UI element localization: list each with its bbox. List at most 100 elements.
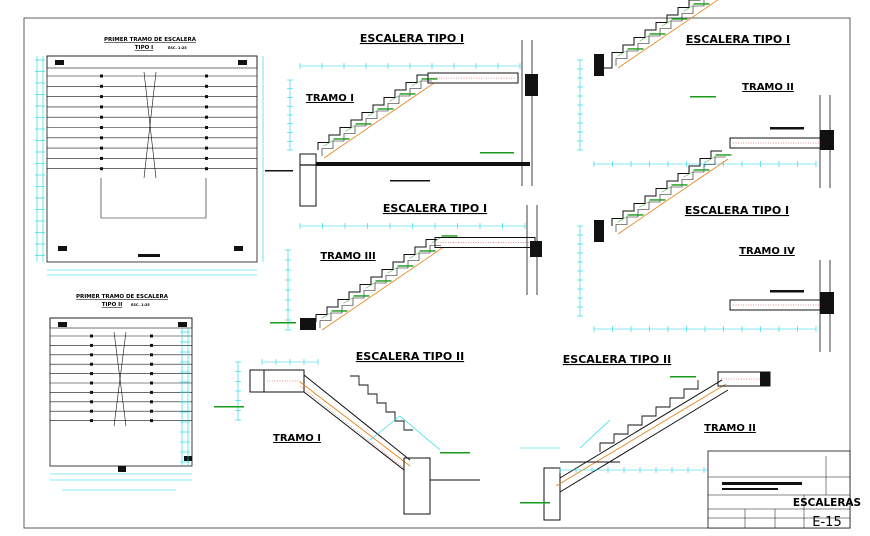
title-block-name-bar-2 — [722, 488, 778, 490]
note-mark — [355, 123, 372, 125]
tread-marker — [100, 167, 103, 171]
dimension-line — [399, 415, 441, 451]
rebar-line — [299, 381, 411, 467]
plan-1-top-wall — [46, 55, 258, 69]
tread-marker — [150, 409, 153, 413]
tread-marker — [90, 362, 93, 366]
sheet-number: E-15 — [812, 515, 841, 530]
note-mark — [390, 180, 430, 182]
note-mark — [671, 184, 688, 186]
tread-marker — [150, 372, 153, 376]
leader-line — [409, 252, 420, 259]
waist-slab — [559, 389, 729, 493]
leader-line — [323, 140, 334, 147]
note-mark — [331, 310, 348, 312]
note-mark — [333, 138, 350, 140]
plan-1-scale: ESC. 1:25 — [168, 46, 187, 50]
tread-marker — [90, 343, 93, 347]
plan-1-outline — [46, 55, 258, 263]
plan-1-column-3 — [55, 60, 64, 65]
section-2-title: ESCALERA TIPO I — [686, 33, 790, 46]
tread-marker — [100, 146, 103, 150]
note-mark — [421, 78, 438, 80]
section-2-drawing — [577, 0, 834, 188]
plan-2-column-4 — [118, 466, 126, 472]
tread-marker — [100, 74, 103, 78]
tread-marker — [90, 390, 93, 394]
beam-section — [525, 74, 538, 96]
note-mark — [627, 48, 644, 50]
rebar-line — [299, 385, 407, 471]
tread-marker — [205, 115, 208, 119]
leader-line — [345, 125, 356, 132]
leader-line — [387, 267, 398, 274]
tread-marker — [90, 400, 93, 404]
tread-marker — [205, 156, 208, 160]
note-mark — [770, 290, 804, 293]
note-mark — [520, 502, 550, 504]
plan-2-scale: ESC. 1:25 — [131, 303, 150, 307]
rebar-line — [617, 0, 719, 69]
leader-line — [639, 201, 650, 208]
tread-marker — [100, 156, 103, 160]
leader-line — [367, 110, 378, 117]
stair-underside — [615, 156, 726, 232]
plan-1-note-box — [138, 254, 160, 257]
plan-2-column-2 — [178, 322, 187, 327]
note-mark — [441, 235, 458, 237]
tread-marker — [205, 136, 208, 140]
section-4-drawing — [577, 150, 834, 352]
section-4-title: ESCALERA TIPO I — [685, 204, 789, 217]
tread-marker — [100, 126, 103, 129]
tread-marker — [205, 126, 208, 129]
plan-2-dimensions — [50, 328, 192, 491]
waist-slab — [303, 374, 411, 461]
dimension-line — [579, 419, 611, 449]
tread-marker — [90, 381, 93, 385]
title-block-name-bar — [722, 482, 802, 485]
note-mark — [440, 452, 470, 454]
tread-marker — [205, 84, 208, 88]
sheet-border — [23, 17, 851, 529]
tread-marker — [150, 381, 153, 385]
stair-underside — [321, 80, 432, 156]
plan-2-column-1 — [58, 322, 67, 327]
plan-2-outline — [49, 317, 193, 467]
stair-profile — [350, 375, 413, 431]
plan-1-dimensions — [36, 56, 264, 276]
tread-marker — [90, 409, 93, 413]
plan-view-tipo-1: PRIMER TRAMO DE ESCALERA TIPO I ESC. 1:2… — [35, 37, 264, 276]
note-mark — [265, 170, 293, 172]
plan-2-top-wall — [49, 317, 193, 329]
section-6-drawing — [520, 371, 771, 521]
leader-line — [617, 216, 628, 223]
floor-slab — [316, 162, 530, 166]
sheet-title: ESCALERAS — [793, 497, 861, 509]
dimension-line — [369, 415, 401, 441]
tread-marker — [90, 372, 93, 376]
plan-1-landing-line — [100, 178, 207, 219]
plan-2-break-mark — [113, 331, 127, 427]
tread-marker — [150, 419, 153, 423]
plan-view-tipo-2: PRIMER TRAMO DE ESCALERA TIPO II ESC. 1:… — [49, 294, 193, 491]
footing — [403, 457, 431, 515]
section-4-tramo: TRAMO IV — [739, 246, 795, 257]
tread-marker — [150, 353, 153, 357]
tread-marker — [150, 334, 153, 338]
tread-marker — [90, 419, 93, 423]
leader-line — [321, 312, 332, 319]
beam-section — [530, 241, 542, 257]
tread-marker — [90, 334, 93, 338]
leader-line — [431, 237, 442, 244]
tread-marker — [205, 74, 208, 78]
plan-1-dim-ticks — [35, 59, 45, 256]
tread-marker — [150, 343, 153, 347]
note-mark — [375, 280, 392, 282]
section-5-drawing — [214, 359, 480, 515]
note-mark — [693, 169, 710, 171]
tread-marker — [205, 146, 208, 150]
note-mark — [480, 152, 514, 154]
stair-start — [604, 60, 613, 69]
note-mark — [270, 322, 296, 324]
